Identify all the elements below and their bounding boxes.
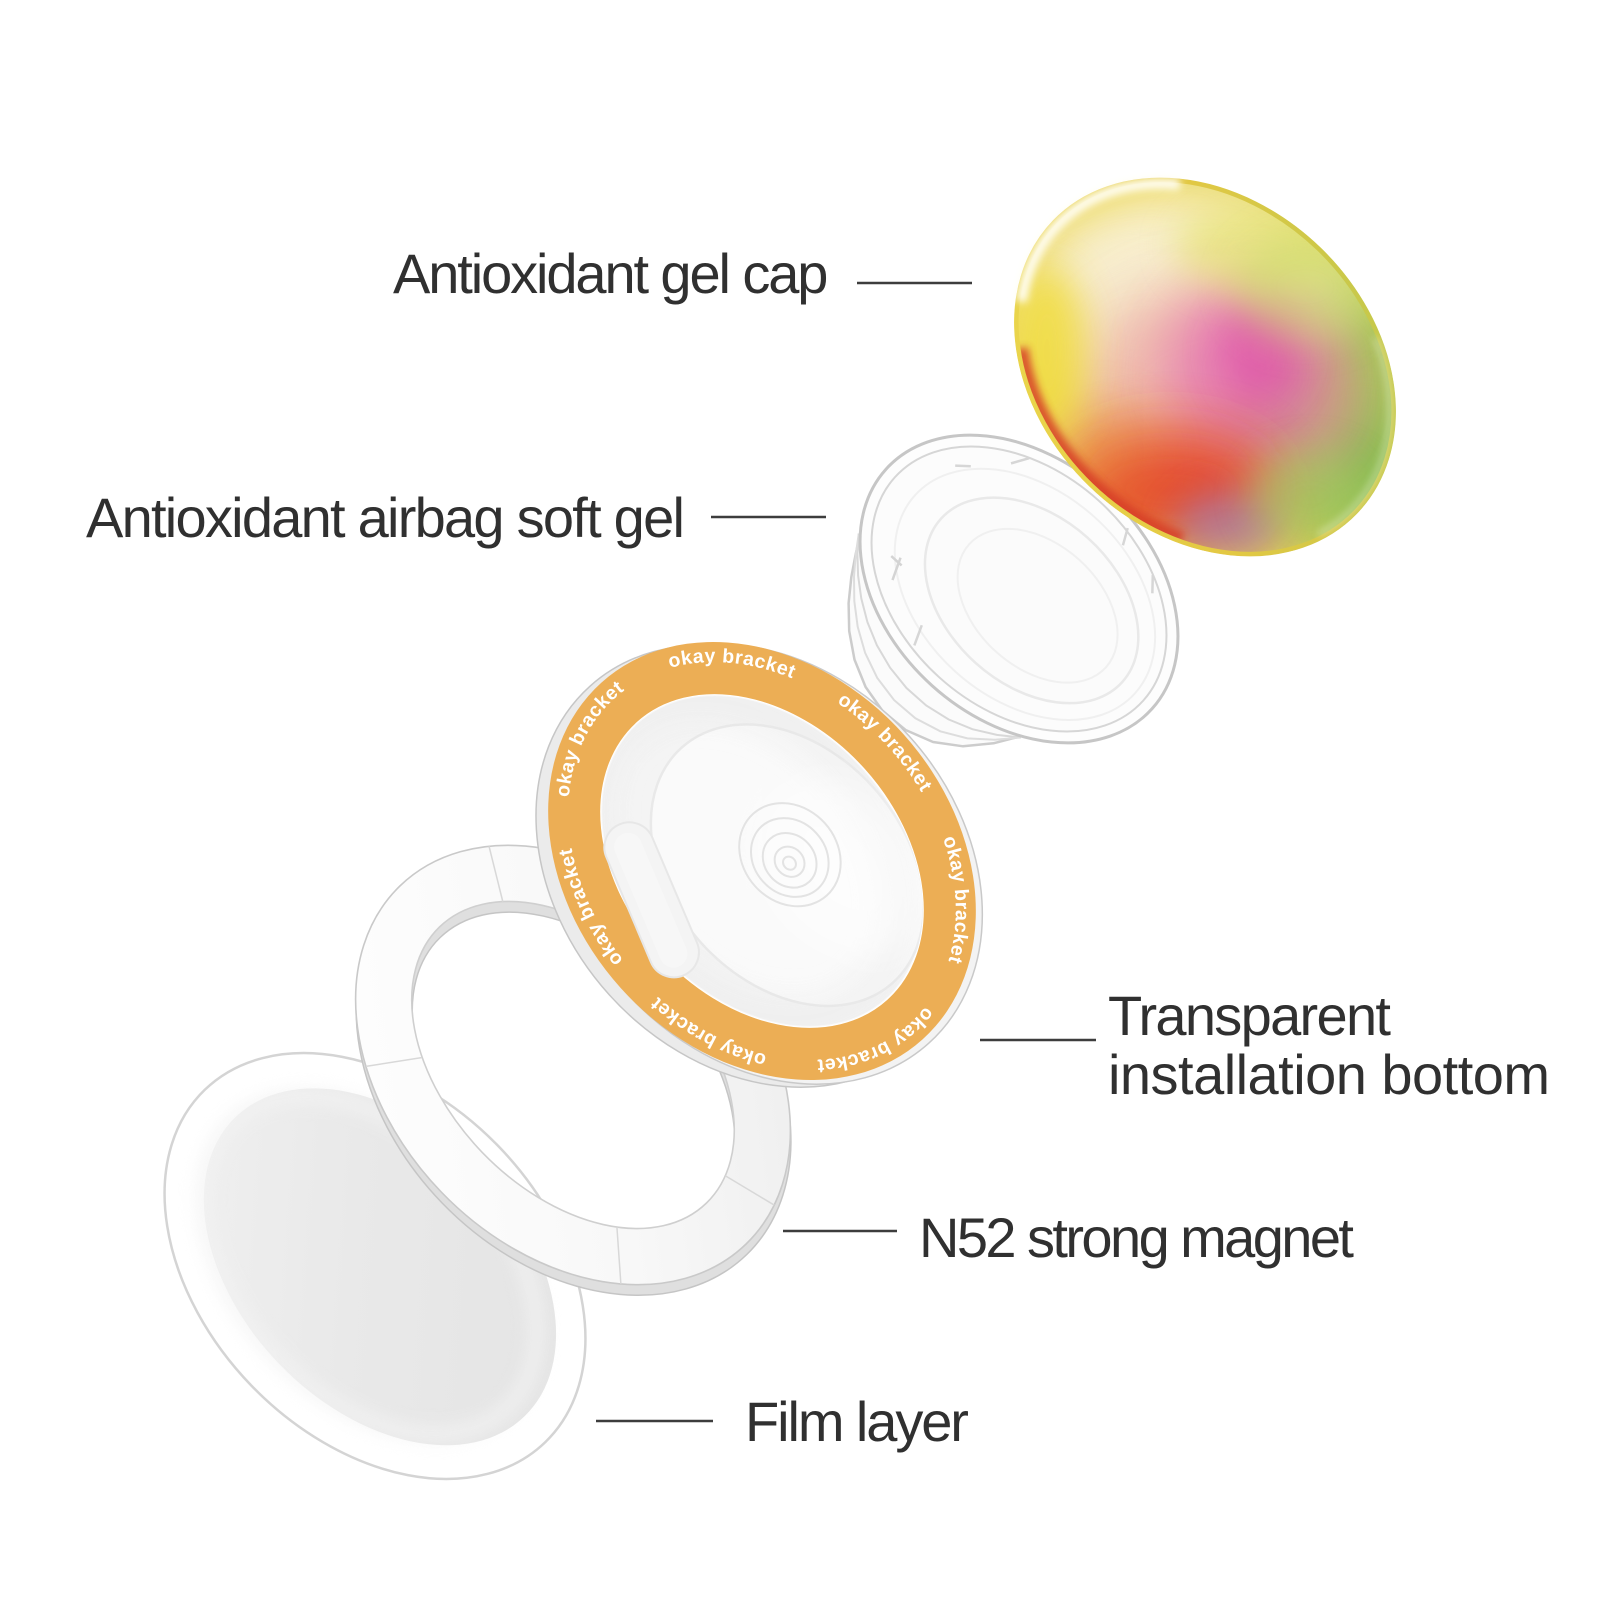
svg-text:Transparent: Transparent (1108, 984, 1391, 1047)
svg-text:Film layer: Film layer (745, 1390, 968, 1453)
svg-text:Antioxidant airbag soft gel: Antioxidant airbag soft gel (86, 486, 683, 549)
svg-text:Antioxidant gel cap: Antioxidant gel cap (393, 242, 826, 305)
svg-text:N52 strong magnet: N52 strong magnet (919, 1206, 1354, 1269)
svg-text:installation bottom: installation bottom (1108, 1043, 1549, 1106)
